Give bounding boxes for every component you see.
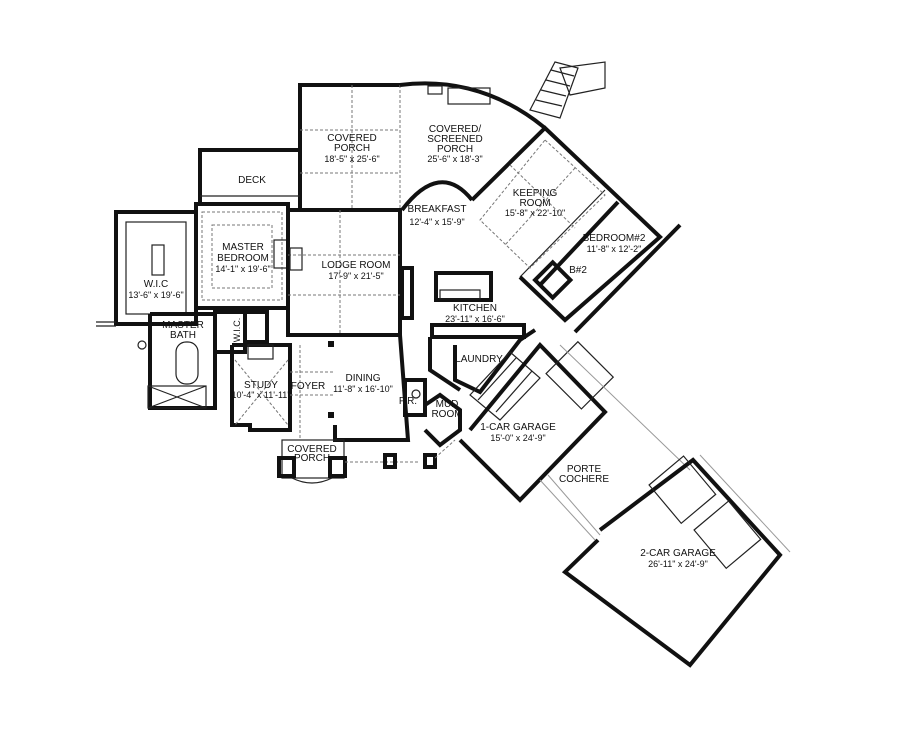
label-covered-porch-rear-1: COVERED — [327, 133, 376, 144]
walk-in-closet — [96, 210, 198, 327]
label-garage2: 2-CAR GARAGE — [640, 548, 716, 559]
label-breakfast: BREAKFAST — [408, 204, 467, 215]
size-garage1: 15'-0" x 24'-9" — [490, 433, 545, 443]
label-foyer: FOYER — [291, 381, 325, 392]
label-master-bath-1: MASTER — [162, 320, 204, 331]
keeping-room — [470, 125, 682, 334]
label-garage1: 1-CAR GARAGE — [480, 422, 556, 433]
foyer — [290, 345, 335, 440]
label-keeping-room-2: ROOM — [519, 198, 550, 209]
label-master-bedroom-2: BEDROOM — [217, 253, 269, 264]
size-master-bedroom: 14'-1" x 19'-6" — [215, 264, 270, 274]
label-screened-porch-1: COVERED/ — [429, 124, 481, 135]
label-study: STUDY — [244, 380, 278, 391]
label-covered-porch-front-2: PORCH — [294, 453, 330, 464]
size-bedroom2: 11'-8" x 12'-2" — [587, 244, 642, 254]
label-keeping-room-1: KEEPING — [513, 188, 558, 199]
label-covered-porch-front-1: COVERED — [287, 444, 336, 455]
label-deck: DECK — [238, 175, 266, 186]
garage-2-car — [561, 454, 791, 668]
label-dining: DINING — [346, 373, 381, 384]
size-keeping-room: 15'-8" x 22'-10" — [505, 208, 565, 218]
label-porte-cochere-2: COCHERE — [559, 474, 609, 485]
size-study: 10'-4" x 11'-11" — [231, 390, 290, 400]
label-covered-porch-rear-2: PORCH — [334, 143, 370, 154]
size-garage2: 26'-11" x 24'-9" — [648, 559, 708, 569]
size-screened-porch: 25'-6" x 18'-3" — [427, 154, 482, 164]
screened-porch — [399, 61, 606, 130]
laundry — [453, 328, 541, 421]
label-mud-room-1: MUD — [436, 399, 459, 410]
label-porte-cochere-1: PORTE — [567, 464, 602, 475]
mud-room — [423, 392, 462, 448]
label-laundry: LAUNDRY — [455, 354, 503, 365]
label-master-bath-2: BATH — [170, 330, 196, 341]
size-lodge-room: 17'-9" x 21'-5" — [328, 271, 383, 281]
garage-1-car — [458, 340, 615, 503]
porte-cochere — [539, 344, 691, 541]
covered-porch-rear — [298, 83, 401, 210]
room-labels: DECK W.I.C 13'-6" x 19'-6" MASTER BEDROO… — [128, 124, 716, 569]
label-powder-room: P.R. — [399, 396, 417, 407]
label-screened-porch-3: PORCH — [437, 144, 473, 155]
label-wic-small: W.I.C. — [232, 318, 242, 343]
study — [230, 343, 292, 432]
label-master-bedroom-1: MASTER — [222, 242, 264, 253]
deck — [198, 148, 302, 210]
kitchen — [428, 271, 526, 392]
dining — [328, 333, 427, 442]
master-bath — [137, 310, 269, 410]
label-bath2: B#2 — [569, 265, 587, 276]
size-kitchen: 23'-11" x 16'-6" — [445, 314, 505, 324]
size-dining: 11'-8" x 16'-10" — [333, 384, 393, 394]
label-wic: W.I.C — [144, 279, 168, 290]
label-kitchen: KITCHEN — [453, 303, 497, 314]
covered-porch-front — [277, 439, 456, 484]
size-covered-porch-rear: 18'-5" x 25'-6" — [324, 154, 379, 164]
label-bedroom2: BEDROOM#2 — [583, 233, 646, 244]
label-screened-porch-2: SCREENED — [427, 134, 483, 145]
label-lodge-room: LODGE ROOM — [322, 260, 391, 271]
size-breakfast: 12'-4" x 15'-9" — [409, 217, 464, 227]
label-mud-room-2: ROOM — [431, 409, 462, 420]
size-wic: 13'-6" x 19'-6" — [128, 290, 183, 300]
